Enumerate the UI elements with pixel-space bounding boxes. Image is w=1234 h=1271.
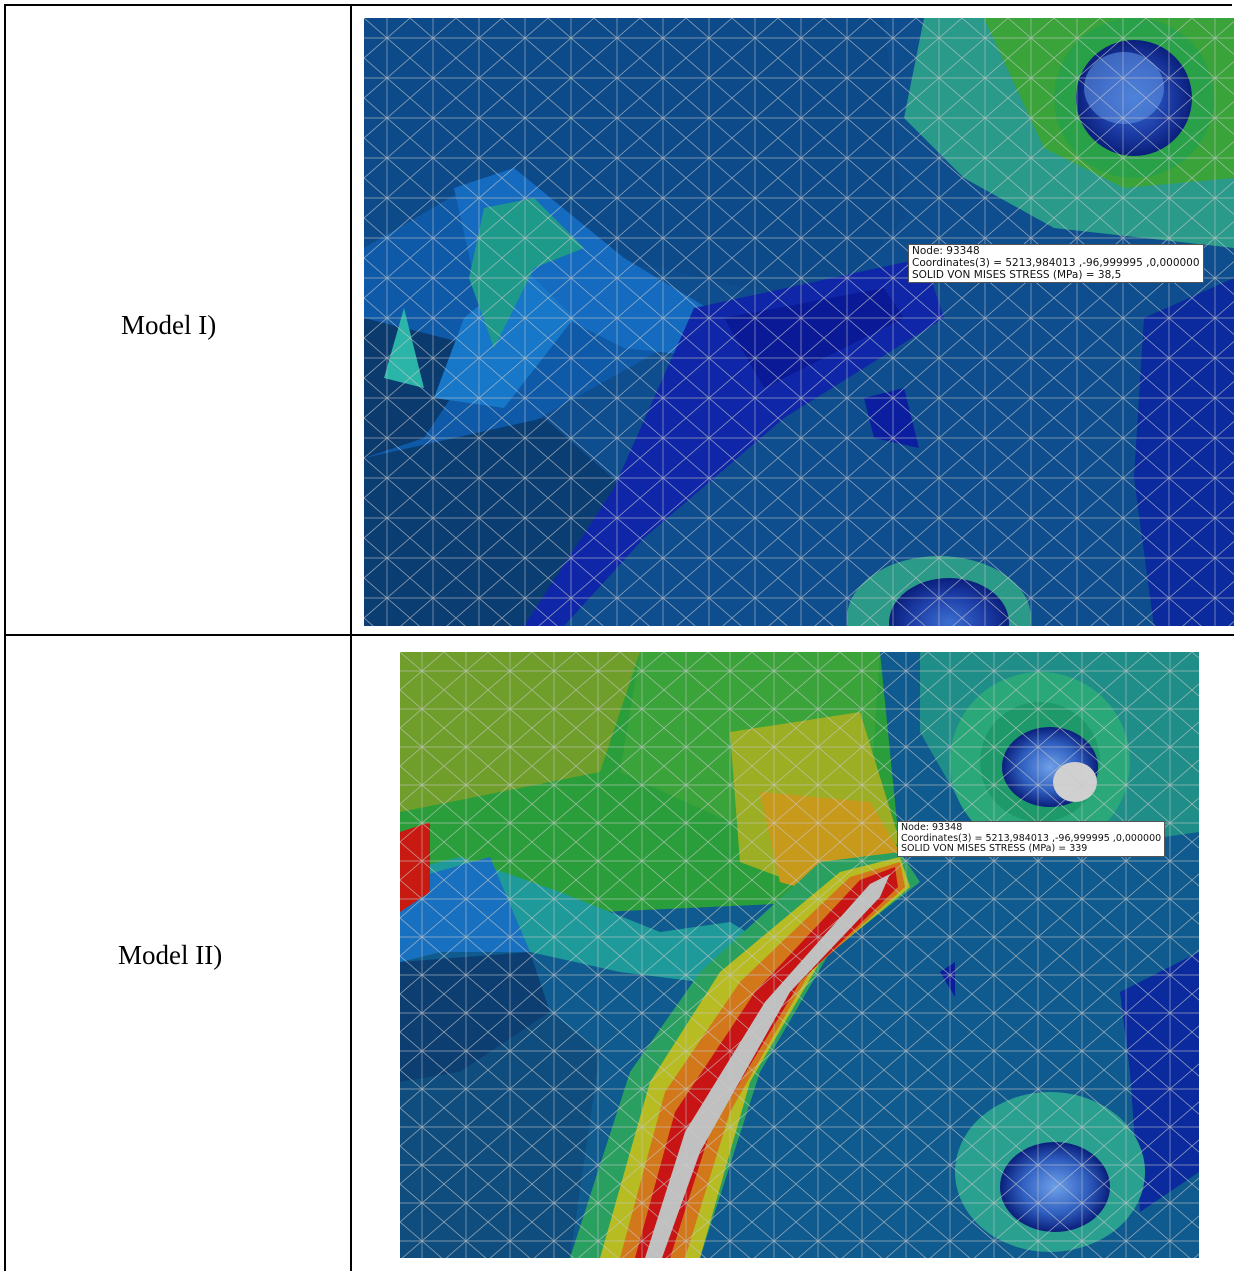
- comparison-table: [4, 4, 1232, 1271]
- table-row-divider: [4, 634, 1234, 636]
- model-2-stress-plot: Node: 93348 Coordinates(3) = 5213,984013…: [400, 652, 1199, 1258]
- model-2-node-stress: SOLID VON MISES STRESS (MPa) = 339: [901, 843, 1088, 855]
- model-1-label: Model I): [121, 310, 217, 340]
- model-2-label: Model II): [118, 940, 223, 970]
- model-1-node-stress: SOLID VON MISES STRESS (MPa) = 38,5: [912, 268, 1122, 281]
- model-1-node-coordinates: Coordinates(3) = 5213,984013 ,-96,999995…: [912, 256, 1200, 269]
- table-column-divider: [350, 4, 352, 1271]
- model-2-node-id: Node: 93348: [901, 822, 963, 833]
- model-1-node-tooltip: Node: 93348 Coordinates(3) = 5213,984013…: [908, 244, 1204, 284]
- model-2-node-tooltip: Node: 93348 Coordinates(3) = 5213,984013…: [897, 821, 1166, 857]
- model-1-node-id: Node: 93348: [912, 245, 980, 257]
- model-2-node-coordinates: Coordinates(3) = 5213,984013 ,-96,999995…: [901, 832, 1162, 844]
- model-1-stress-plot: Node: 93348 Coordinates(3) = 5213,984013…: [364, 18, 1234, 626]
